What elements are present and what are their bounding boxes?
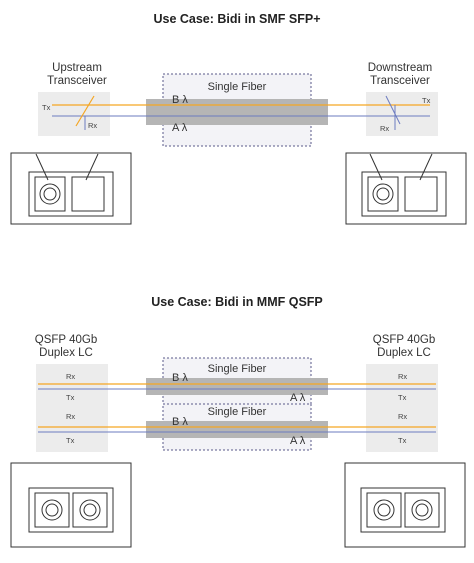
section2-right-connector-module xyxy=(344,462,466,548)
section1-right-tx-label: Tx xyxy=(422,96,431,105)
section2-fiber1-label: Single Fiber xyxy=(208,363,267,375)
section2-fiber1-lambda-b: B λ xyxy=(172,372,188,384)
section2-left-port-2: Tx xyxy=(66,393,75,402)
section2-right-port-2: Tx xyxy=(398,393,407,402)
section2-left-port-4: Tx xyxy=(66,436,75,445)
section1-right-rx-label: Rx xyxy=(380,124,389,133)
section2-left-label-line2: Duplex LC xyxy=(39,347,93,359)
section1-lambda-b: B λ xyxy=(172,94,188,106)
section1-left-tx-label: Tx xyxy=(42,103,51,112)
section1-left-label-line1: Upstream xyxy=(52,62,102,74)
section2-right-label-line2: Duplex LC xyxy=(377,347,431,359)
section1-fiber-band xyxy=(146,99,328,125)
section2-fiber2-band xyxy=(146,421,328,438)
section2-left-port-1: Rx xyxy=(66,372,75,381)
section1-left-splitter xyxy=(75,95,95,127)
section2-right-port-4: Tx xyxy=(398,436,407,445)
section2-fiber1-band xyxy=(146,378,328,395)
section2-right-transceiver-panel xyxy=(366,364,438,452)
section2-fiber2-lambda-a: A λ xyxy=(290,435,306,447)
section1-left-rx-label: Rx xyxy=(88,121,97,130)
section1-lambda-a: A λ xyxy=(172,122,188,134)
section2-left-port-3: Rx xyxy=(66,412,75,421)
section2-right-label-line1: QSFP 40Gb xyxy=(373,334,435,346)
section1-right-splitter xyxy=(385,95,401,125)
section2-right-port-1: Rx xyxy=(398,372,407,381)
section1-right-label-line2: Transceiver xyxy=(370,75,430,87)
section2-title: Use Case: Bidi in MMF QSFP xyxy=(151,295,323,309)
section1-left-connector-module xyxy=(10,152,132,225)
section2-fiber1-lambda-a: A λ xyxy=(290,392,306,404)
section1-left-transceiver-panel xyxy=(38,92,110,136)
section1-right-connector-module xyxy=(345,152,467,225)
section1-left-label-line2: Transceiver xyxy=(47,75,107,87)
section1-right-label-line1: Downstream xyxy=(368,62,433,74)
section2-fiber2-lambda-b: B λ xyxy=(172,416,188,428)
section2-fiber2-label: Single Fiber xyxy=(208,406,267,418)
section2-left-label-line1: QSFP 40Gb xyxy=(35,334,97,346)
section1-title: Use Case: Bidi in SMF SFP+ xyxy=(153,12,320,26)
section2-left-transceiver-panel xyxy=(36,364,108,452)
section2-right-port-3: Rx xyxy=(398,412,407,421)
section1-fiber-label: Single Fiber xyxy=(208,81,267,93)
section2-left-connector-module xyxy=(10,462,132,548)
section1-right-transceiver-panel xyxy=(366,92,438,136)
